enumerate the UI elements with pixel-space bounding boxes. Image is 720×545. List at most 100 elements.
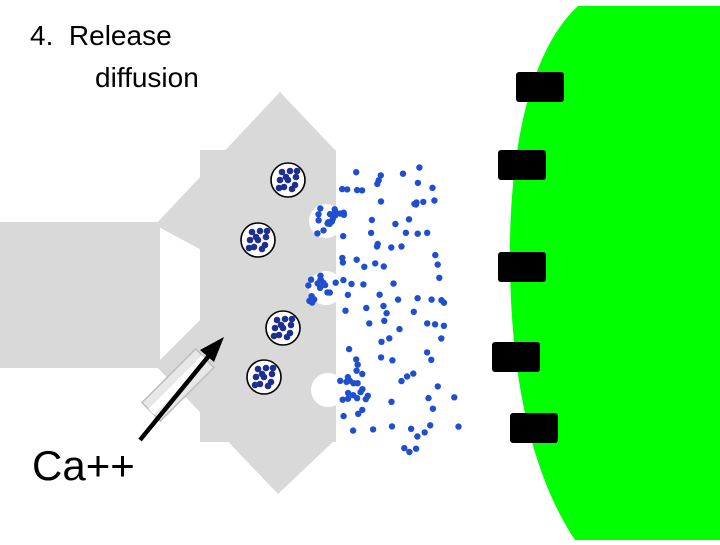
neurotransmitter-dot (398, 243, 405, 250)
axon-shaft (0, 222, 160, 368)
neurotransmitter-dot (390, 280, 397, 287)
neurotransmitter-dot (412, 445, 420, 452)
neurotransmitter-dot (425, 394, 432, 402)
neurotransmitter-dot (316, 284, 324, 292)
neurotransmitter-dot (339, 185, 346, 193)
receptor-icon (516, 72, 564, 102)
neurotransmitter-dot (306, 297, 313, 304)
synaptic-vesicle-icon (270, 162, 306, 198)
neurotransmitter-dot (399, 170, 407, 177)
neurotransmitter-dot (423, 349, 431, 356)
neurotransmitter-dot (349, 427, 357, 434)
neurotransmitter-dot (398, 377, 405, 385)
neurotransmitter-dot (315, 217, 322, 224)
neurotransmitter-dot (317, 272, 324, 279)
neurotransmitter-dot (320, 227, 327, 234)
neurotransmitter-dot (337, 377, 344, 384)
neurotransmitter-dot (369, 426, 377, 433)
neurotransmitter-dot (427, 422, 434, 429)
neurotransmitter-dot (410, 370, 417, 377)
neurotransmitter-dot (440, 299, 448, 306)
neurotransmitter-dot (357, 388, 364, 396)
neurotransmitter-dot (436, 274, 443, 281)
neurotransmitter-dot (434, 383, 441, 390)
neurotransmitter-dot (388, 244, 395, 251)
neurotransmitter-dot (340, 412, 347, 420)
neurotransmitter-dot (411, 200, 418, 208)
neurotransmitter-dot (414, 295, 421, 302)
neurotransmitter-dot (340, 232, 347, 240)
neurotransmitter-dot (389, 357, 396, 364)
neurotransmitter-dot (424, 229, 431, 236)
neurotransmitter-dot (407, 425, 415, 432)
neurotransmitter-dot (317, 205, 324, 212)
synaptic-vesicle-icon (240, 222, 276, 258)
neurotransmitter-dot (326, 210, 334, 218)
neurotransmitter-dot (377, 198, 385, 205)
receptor-icon (498, 150, 546, 180)
neurotransmitter-dot (307, 276, 315, 283)
neurotransmitter-dot (414, 433, 421, 440)
neurotransmitter-dot (380, 263, 387, 270)
neurotransmitter-dot (373, 243, 381, 250)
neurotransmitter-dot (354, 361, 361, 368)
neurotransmitter-dot (363, 304, 370, 312)
neurotransmitter-dot (451, 394, 458, 401)
neurotransmitter-dot (372, 260, 379, 267)
neurotransmitter-dot (392, 220, 399, 228)
neurotransmitter-dot (396, 325, 403, 333)
neurotransmitter-dot (440, 322, 448, 329)
neurotransmitter-cloud (305, 164, 462, 456)
neurotransmitter-dot (345, 345, 353, 353)
neurotransmitter-dot (406, 448, 413, 456)
neurotransmitter-dot (324, 220, 331, 227)
neurotransmitter-dot (364, 392, 371, 399)
receptor-icon (492, 342, 540, 372)
calcium-channel-icon (140, 347, 216, 423)
neurotransmitter-dot (358, 187, 366, 194)
receptor-icon (498, 252, 546, 282)
calcium-label: Ca++ (32, 442, 135, 489)
neurotransmitter-dot (375, 177, 382, 184)
neurotransmitter-dot (353, 356, 360, 363)
neurotransmitter-dot (420, 198, 427, 206)
neurotransmitter-dot (353, 367, 360, 374)
postsynaptic-cell (509, 6, 720, 540)
neurotransmitter-dot (402, 229, 410, 236)
neurotransmitter-dot (434, 261, 441, 268)
neurotransmitter-dot (314, 230, 321, 237)
neurotransmitter-dot (315, 211, 322, 218)
neurotransmitter-dot (354, 380, 361, 387)
neurotransmitter-dot (429, 405, 437, 412)
receptors (492, 72, 564, 443)
neurotransmitter-dot (414, 179, 422, 187)
neurotransmitter-dot (383, 310, 390, 317)
neurotransmitter-dot (438, 335, 445, 342)
slide-title: 4. Release (30, 20, 172, 51)
neurotransmitter-dot (455, 423, 462, 430)
neurotransmitter-dot (340, 276, 347, 284)
neurotransmitter-dot (377, 354, 385, 361)
receptor-icon (510, 413, 558, 443)
neurotransmitter-dot (429, 184, 436, 191)
neurotransmitter-dot (386, 335, 393, 342)
neurotransmitter-dot (355, 410, 362, 417)
neurotransmitter-dot (353, 395, 361, 402)
neurotransmitter-dot (343, 378, 350, 385)
neurotransmitter-dot (353, 186, 361, 194)
neurotransmitter-dot (394, 296, 402, 303)
neurotransmitter-dot (403, 373, 411, 380)
neurotransmitter-dot (388, 423, 396, 430)
neurotransmitter-dot (361, 263, 368, 270)
neurotransmitter-dot (336, 210, 344, 217)
neurotransmitter-dot (305, 282, 312, 289)
synaptic-vesicle-icon (246, 359, 282, 395)
neurotransmitter-dot (388, 398, 395, 405)
neurotransmitter-dot (424, 320, 431, 327)
neurotransmitter-dot (359, 406, 366, 414)
synaptic-vesicles (240, 162, 306, 395)
neurotransmitter-dot (377, 172, 384, 179)
neurotransmitter-dot (332, 279, 339, 286)
